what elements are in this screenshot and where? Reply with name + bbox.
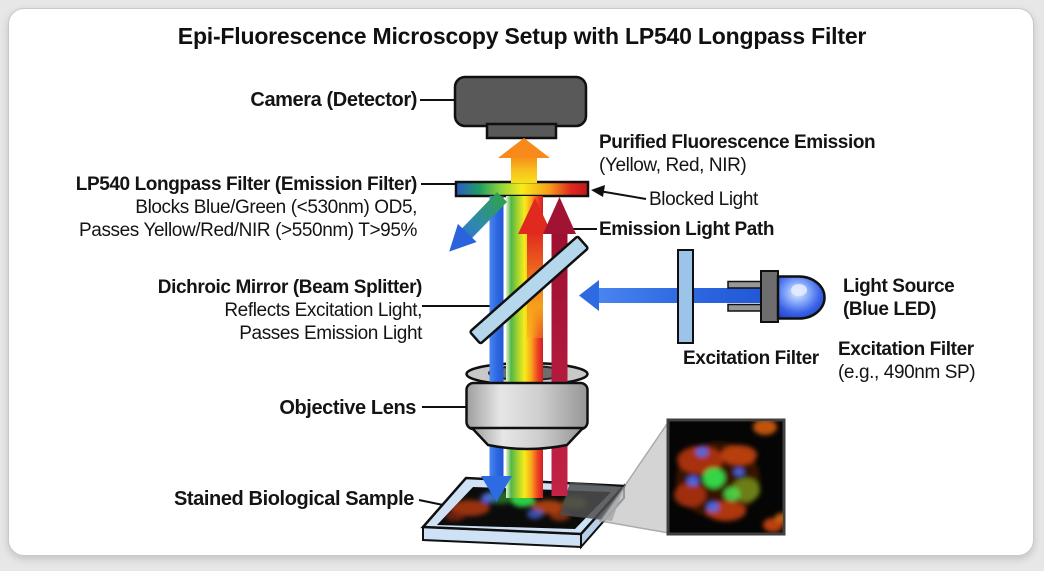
dichroic-line1: Reflects Excitation Light, (224, 300, 422, 321)
blue-led-icon (727, 270, 826, 323)
purified-label-block: Purified Fluorescence Emission (Yellow, … (599, 131, 876, 177)
objective-lens-icon (465, 381, 589, 451)
camera-label: Camera (Detector) (250, 89, 417, 111)
lp540-label-block: LP540 Longpass Filter (Emission Filter) … (28, 173, 418, 242)
micrograph-cells (674, 421, 783, 532)
purified-title: Purified Fluorescence Emission (599, 132, 876, 153)
emission-arrow-crimson-head-icon (543, 197, 576, 234)
excitation-filter2-sub: (e.g., 490nm SP) (838, 362, 976, 383)
blocked-light-arrowhead-icon (591, 185, 605, 197)
excitation-down-arrowhead-icon (481, 476, 512, 502)
objective-label: Objective Lens (279, 397, 416, 419)
excitation-filter2-label-block: Excitation Filter (e.g., 490nm SP) (838, 338, 976, 384)
excitation-arm (579, 249, 826, 344)
micrograph-inset-icon (666, 418, 786, 536)
excitation-filter-label: Excitation Filter (683, 348, 819, 369)
emission-path-label: Emission Light Path (599, 219, 775, 240)
lp540-line2: Passes Yellow/Red/NIR (>550nm) T>95% (79, 220, 417, 241)
emission-arrow-orange-head-icon (518, 198, 552, 234)
page-title: Epi-Fluorescence Microscopy Setup with L… (177, 23, 867, 49)
purified-emission-arrow-head-icon (498, 138, 550, 158)
light-source-label-block: Light Source (Blue LED) (843, 275, 955, 321)
lp540-line1: Blocks Blue/Green (<530nm) OD5, (135, 197, 417, 218)
purified-emission-arrow-shaft (511, 156, 537, 183)
blocked-light-pointer-line (601, 190, 647, 200)
light-source-sub: (Blue LED) (843, 299, 937, 320)
zoom-cone (598, 418, 670, 534)
blocked-light-label: Blocked Light (649, 189, 758, 210)
lp540-title: LP540 Longpass Filter (Emission Filter) (75, 174, 418, 195)
purified-sub: (Yellow, Red, NIR) (599, 155, 747, 176)
camera-detector-icon (453, 75, 588, 140)
light-source-title: Light Source (843, 276, 955, 297)
excitation-beam-arrowhead-icon (579, 280, 599, 311)
dichroic-line2: Passes Emission Light (239, 323, 422, 344)
dichroic-label-block: Dichroic Mirror (Beam Splitter) Reflects… (100, 276, 423, 345)
lp540-filter-bar-icon (454, 180, 590, 198)
excitation-filter-glass-icon (677, 249, 694, 344)
sample-label: Stained Biological Sample (173, 488, 414, 510)
blocked-light-arrow-icon (449, 192, 508, 252)
dichroic-mirror-icon (469, 235, 589, 345)
dichroic-title: Dichroic Mirror (Beam Splitter) (157, 277, 423, 298)
excitation-filter2-title: Excitation Filter (838, 339, 974, 360)
